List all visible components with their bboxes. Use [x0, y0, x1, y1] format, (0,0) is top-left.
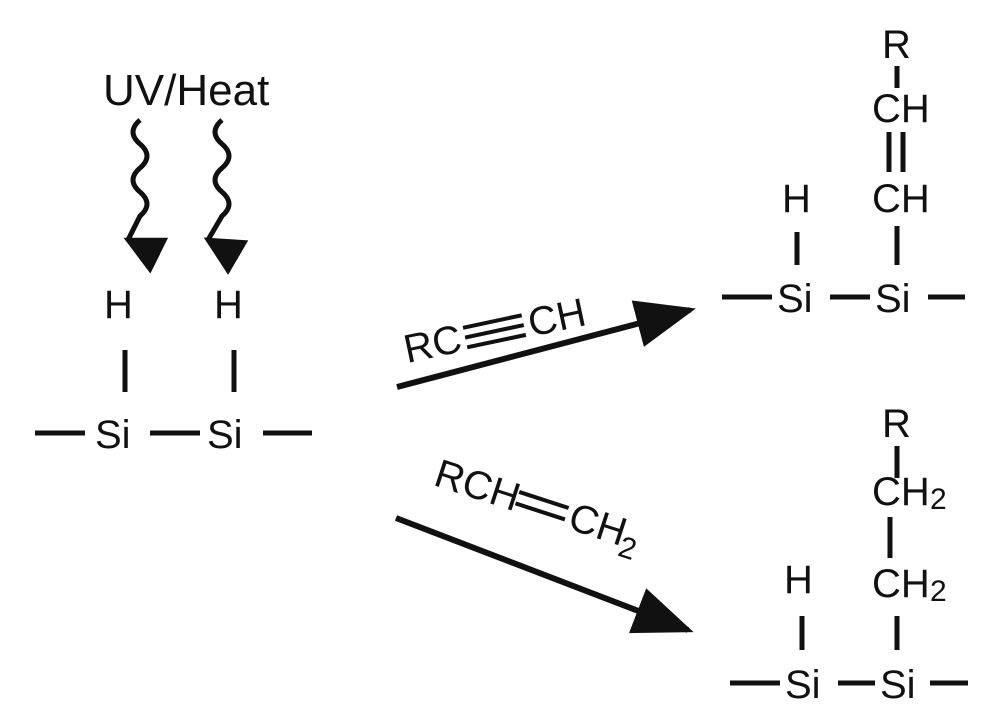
alkene-product-si-right: Si	[880, 663, 916, 707]
alkyne-product-r: R	[882, 23, 911, 67]
alkyne-product-si-left: Si	[777, 277, 813, 321]
uv-heat-label: UV/Heat	[103, 66, 269, 115]
alkene-product-ch-top-subscript: 2	[930, 483, 947, 516]
alkyne-product-h: H	[782, 177, 811, 221]
triple-bond-line-1	[462, 313, 523, 330]
triple-bond-line-2	[464, 323, 525, 340]
reaction-arrow-upper	[396, 300, 696, 390]
alkyne-product-si-right: Si	[875, 277, 911, 321]
triple-bond-line-3	[466, 332, 527, 350]
alkene-product-h: H	[784, 558, 813, 602]
alkene-product-ch-top: CH	[872, 470, 930, 514]
reaction-arrow-lower	[394, 515, 694, 634]
reactant-h-left: H	[104, 283, 133, 327]
alkyne-product-ch-top: CH	[872, 87, 930, 131]
alkyne-reagent-prefix: RC	[400, 317, 466, 372]
alkene-reagent-prefix: RCH	[429, 451, 525, 520]
alkyne-product-ch-bottom: CH	[872, 177, 930, 221]
reactant-si-right: Si	[207, 413, 243, 457]
wavy-arrow-right-icon	[203, 118, 249, 275]
alkene-reagent-label: RCH CH 2	[429, 451, 640, 566]
alkene-double-bond-line-2	[514, 501, 566, 522]
alkene-product-si-left: Si	[785, 663, 821, 707]
wavy-arrow-left-icon	[123, 118, 169, 274]
alkene-product-ch-bottom: CH	[872, 562, 930, 606]
alkene-product-r: R	[882, 402, 911, 446]
reactant-h-right: H	[214, 283, 243, 327]
reactant-si-left: Si	[95, 413, 131, 457]
alkene-product-ch-bottom-subscript: 2	[930, 575, 947, 608]
alkene-double-bond-line-1	[518, 490, 570, 510]
